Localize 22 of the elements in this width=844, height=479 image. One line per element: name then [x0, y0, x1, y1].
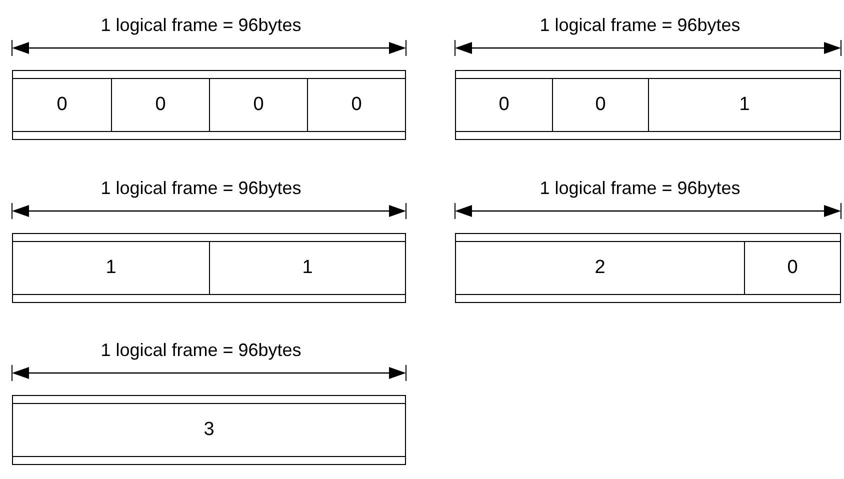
dimension-label: 1 logical frame = 96bytes — [100, 15, 302, 36]
frame-cell: 0 — [744, 241, 840, 295]
dimension-label: 1 logical frame = 96bytes — [540, 178, 740, 199]
dimension-label: 1 logical frame = 96bytes — [100, 340, 302, 361]
dimension-label: 1 logical frame = 96bytes — [540, 15, 740, 36]
frame-bar — [455, 233, 841, 303]
frame-cell: 0 — [552, 78, 648, 132]
frame-cell: 1 — [13, 241, 209, 295]
frame-bar — [12, 395, 406, 465]
frame-bar — [12, 233, 406, 303]
frame-cell: 0 — [307, 78, 405, 132]
frame-cell: 3 — [13, 403, 405, 457]
frame-bar — [12, 70, 406, 140]
frame-cell: 1 — [209, 241, 405, 295]
frame-cell: 0 — [209, 78, 307, 132]
frame-cell: 2 — [456, 241, 744, 295]
frame-cell: 0 — [456, 78, 552, 132]
dimension-label: 1 logical frame = 96bytes — [100, 178, 302, 199]
frame-bar — [455, 70, 841, 140]
frame-cell: 1 — [648, 78, 840, 132]
frame-cell: 0 — [13, 78, 111, 132]
frame-cell: 0 — [111, 78, 209, 132]
